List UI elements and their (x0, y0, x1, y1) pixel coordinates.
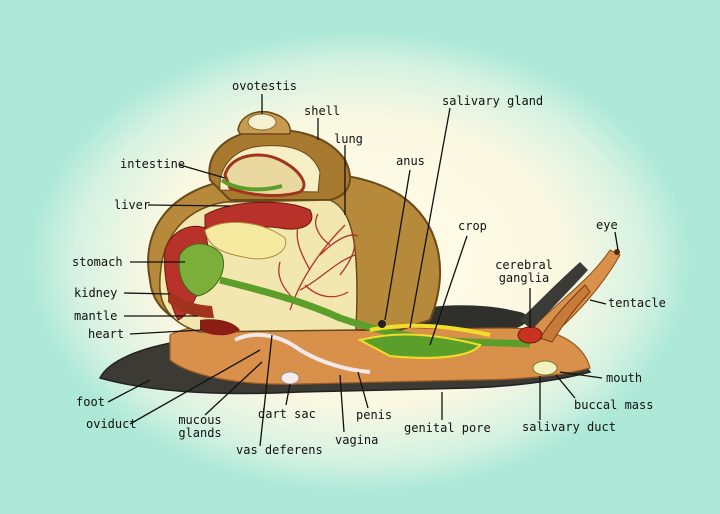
label-mouth: mouth (606, 371, 643, 385)
label-salivary-duct: salivary duct (522, 420, 616, 434)
label-penis: penis (356, 408, 393, 422)
label-cerebral-ganglia-line1: cerebral (495, 258, 553, 272)
label-liver: liver (114, 198, 151, 212)
label-mucous-glands: mucous glands (172, 414, 228, 440)
label-cerebral-ganglia: cerebral ganglia (484, 259, 564, 285)
eye-spot (614, 249, 620, 255)
tentacle (529, 249, 621, 339)
label-tentacle: tentacle (608, 296, 666, 310)
heart-organ (200, 319, 240, 336)
albumen-gland (204, 221, 287, 260)
label-mucous-glands-line2: glands (178, 426, 222, 440)
buccal-mass-organ (532, 360, 558, 376)
salivary-gland-organ (369, 323, 491, 337)
label-cerebral-ganglia-line2: ganglia (498, 271, 550, 285)
label-stomach: stomach (72, 255, 123, 269)
label-buccal-mass: buccal mass (574, 398, 654, 412)
kidney-organ (168, 290, 214, 318)
label-genital-pore: genital pore (404, 421, 491, 435)
label-intestine: intestine (120, 157, 186, 171)
label-mantle: mantle (74, 309, 118, 323)
label-kidney: kidney (74, 286, 118, 300)
dart-sac-organ (280, 371, 300, 385)
label-shell: shell (304, 104, 341, 118)
ovotestis-organ (247, 113, 277, 131)
label-crop: crop (458, 219, 487, 233)
label-foot: foot (76, 395, 105, 409)
label-anus: anus (396, 154, 425, 168)
small-tentacle (539, 284, 591, 343)
label-oviduct: oviduct (86, 417, 137, 431)
leader-lines (107, 94, 619, 447)
label-lung: lung (334, 132, 363, 146)
label-vas-deferens: vas deferens (236, 443, 323, 457)
label-dart-sac: dart sac (258, 407, 316, 421)
tentacle-dark (520, 262, 588, 330)
label-mucous-glands-line1: mucous (178, 413, 222, 427)
intestine-organ (223, 153, 306, 197)
label-vagina: vagina (335, 433, 379, 447)
label-eye: eye (596, 218, 618, 232)
ganglia-organ (517, 326, 543, 344)
label-salivary-gland: salivary gland (442, 94, 544, 108)
anus-spot (378, 320, 386, 328)
label-heart: heart (88, 327, 125, 341)
stomach-organ (178, 243, 224, 297)
crop-organ (357, 333, 482, 359)
intestine-green (220, 178, 283, 192)
reproductive-organs (234, 332, 371, 374)
label-ovotestis: ovotestis (232, 79, 298, 93)
